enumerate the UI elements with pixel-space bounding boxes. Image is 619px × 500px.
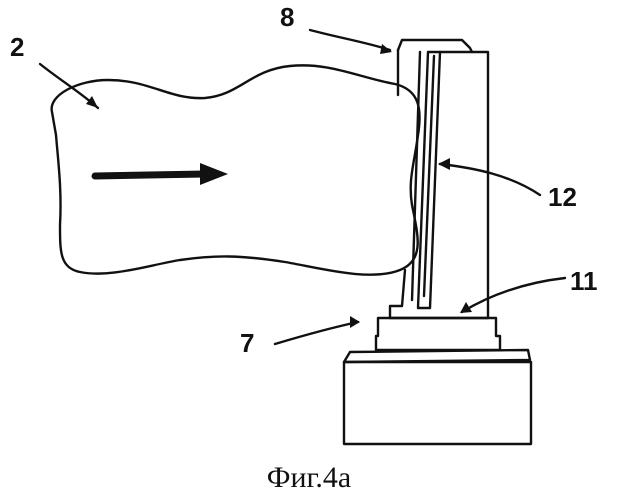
cutting-tool — [376, 40, 500, 350]
label-7: 7 — [240, 328, 254, 358]
leader-11 — [462, 278, 565, 312]
leader-12-head — [438, 158, 450, 170]
leader-7 — [275, 322, 358, 344]
tool-step-inner — [390, 312, 488, 318]
holder-body — [344, 362, 531, 444]
leader-7-head — [350, 316, 360, 328]
holder-top — [344, 350, 530, 362]
motion-arrow-head — [200, 163, 228, 185]
tool-body-11 — [440, 52, 488, 312]
tool-cap-8 — [398, 40, 472, 52]
leader-8 — [310, 30, 390, 50]
leader-2-head — [86, 96, 98, 108]
label-11: 11 — [570, 266, 598, 296]
tool-step-base-7 — [376, 318, 500, 350]
label-2: 2 — [10, 32, 24, 62]
label-12: 12 — [548, 182, 577, 212]
label-8: 8 — [280, 2, 294, 32]
wavy-object-outline — [52, 65, 420, 274]
motion-arrow-shaft — [95, 174, 205, 176]
leader-12 — [440, 164, 540, 195]
tool-lower-step — [390, 270, 405, 318]
figure-caption: Фиг.4а — [267, 461, 352, 494]
holder-block — [344, 350, 531, 444]
